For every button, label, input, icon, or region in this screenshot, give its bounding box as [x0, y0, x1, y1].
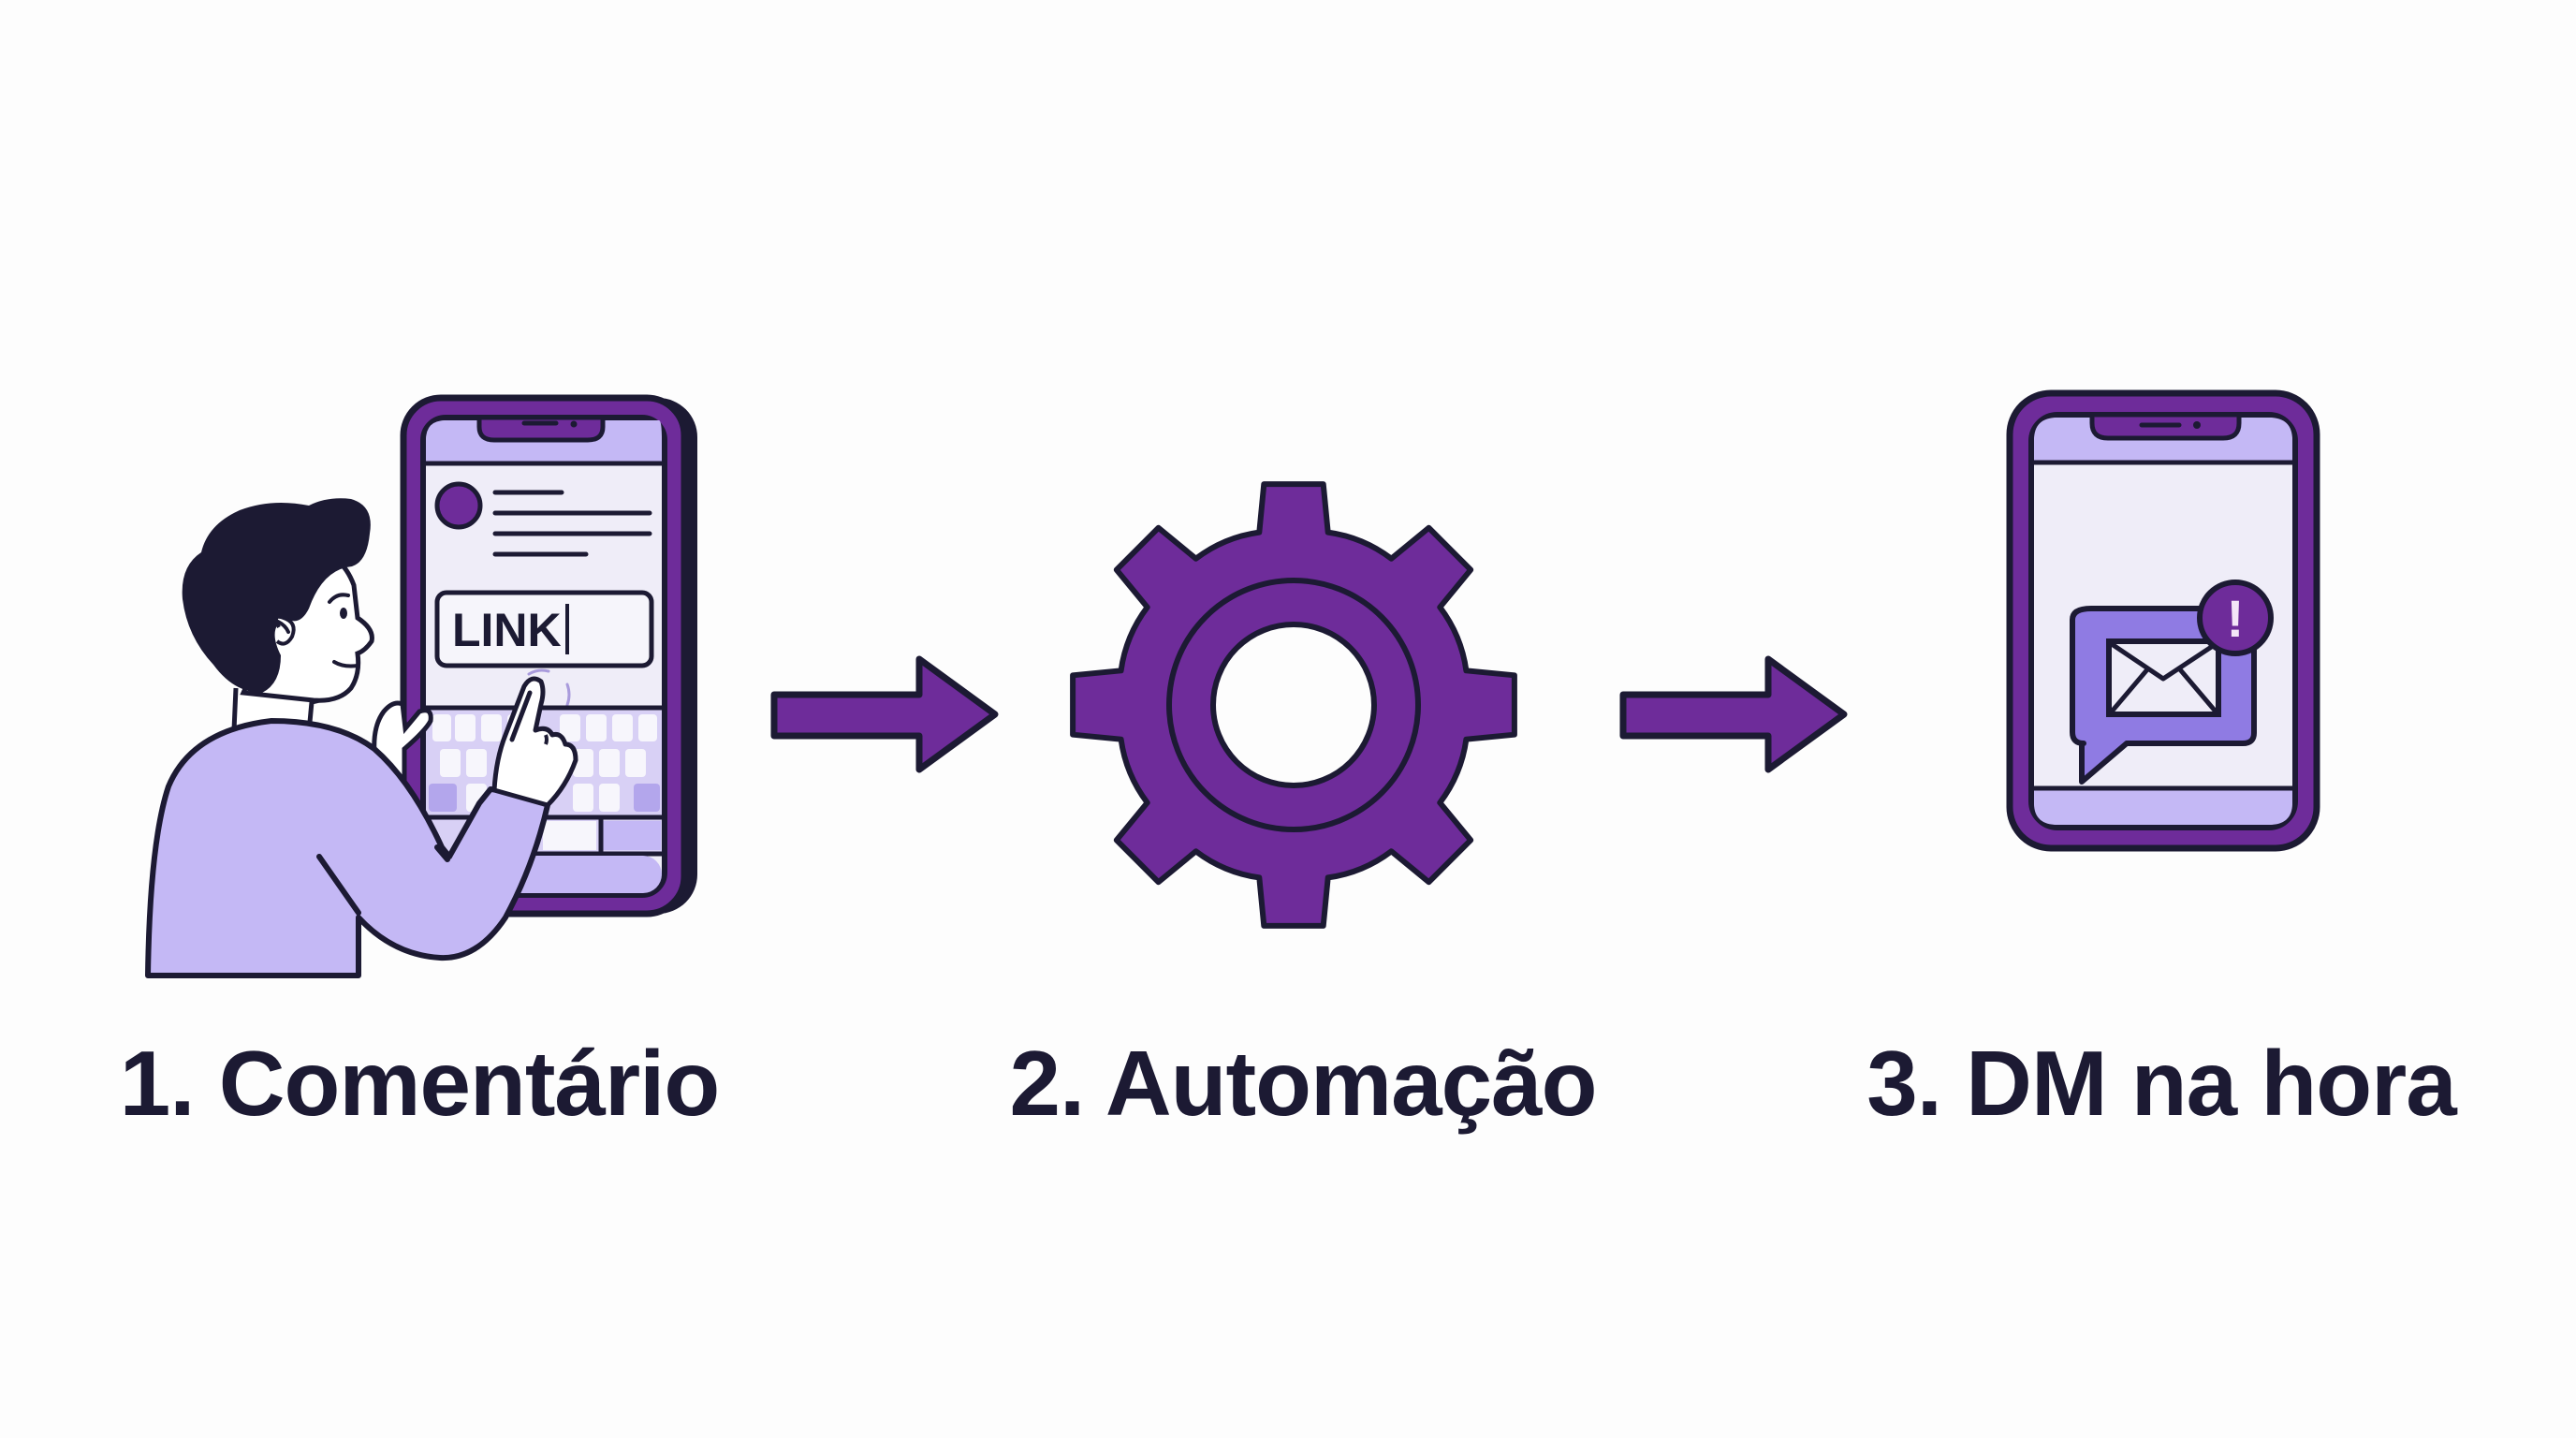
gear-hole	[1210, 622, 1377, 788]
person-pointing-hand	[491, 676, 578, 808]
step-1-label: 1. Comentário	[119, 1032, 720, 1135]
arrow-right-icon	[1619, 655, 1848, 773]
gear-inner-ring	[1166, 578, 1421, 832]
person-typing-on-phone-illustration: LINK	[145, 394, 697, 978]
envelope-icon	[2106, 638, 2221, 717]
phone-with-message-illustration: !	[2006, 389, 2320, 852]
step-2-illustration	[1060, 471, 1528, 939]
keyboard-keys	[432, 714, 657, 812]
gear-icon	[1070, 481, 1517, 929]
notification-badge-symbol: !	[2227, 589, 2245, 648]
step-2-label: 2. Automação	[1009, 1032, 1598, 1135]
arrow-right-icon	[770, 655, 999, 773]
connector-arrow-2	[1617, 653, 1851, 775]
comment-input-box	[434, 590, 654, 668]
post-avatar	[434, 481, 483, 530]
step-1-illustration: LINK	[0, 0, 749, 1011]
person-eyebrow	[328, 593, 350, 604]
person-hair	[182, 498, 371, 693]
person-torso	[145, 718, 550, 978]
step-3-label: 3. DM na hora	[1866, 1032, 2457, 1135]
connector-arrow-1	[768, 653, 1002, 775]
notification-badge: !	[2197, 580, 2274, 656]
person-smile	[332, 660, 359, 668]
person-eye	[340, 608, 347, 619]
step-3-illustration: !	[2003, 386, 2331, 854]
comment-input-text: LINK	[452, 604, 562, 656]
